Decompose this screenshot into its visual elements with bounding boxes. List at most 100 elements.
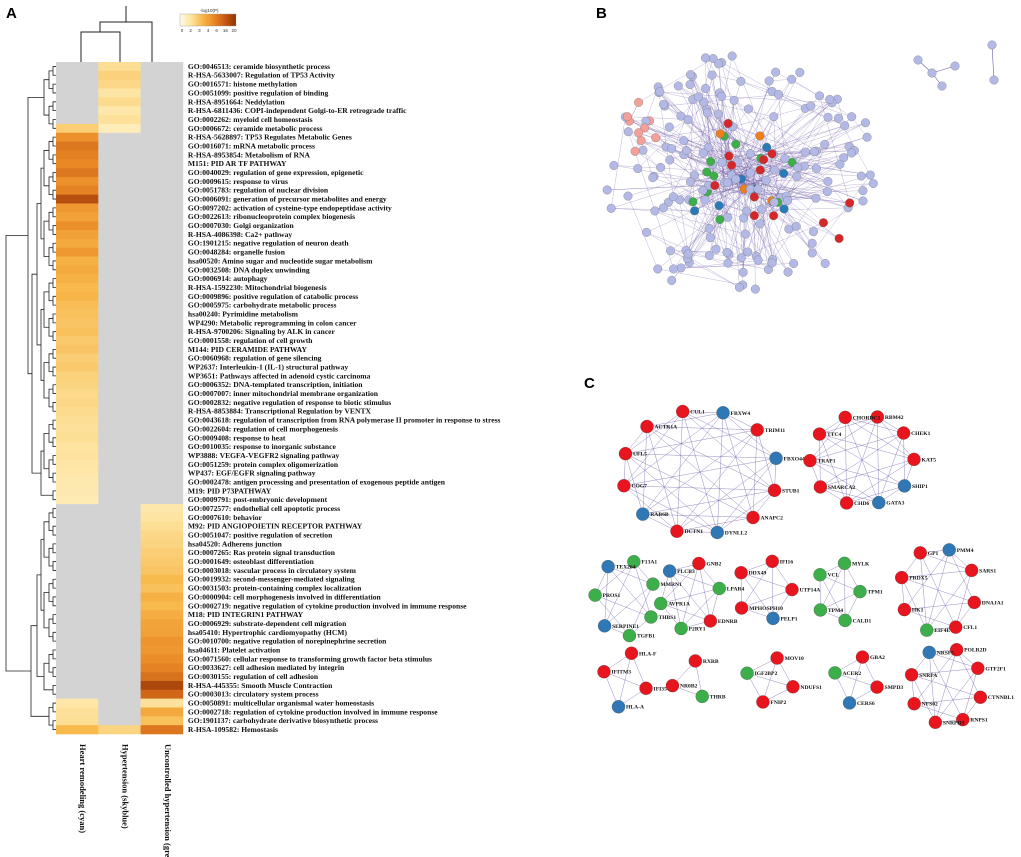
heatmap-cell [140, 530, 184, 540]
row-label: GO:0030155: regulation of cell adhesion [188, 672, 319, 681]
row-label: GO:0097202: activation of cysteine-type … [188, 203, 392, 212]
row-label: WP4290: Metabolic reprogramming in colon… [188, 318, 357, 327]
heatmap-cell [98, 159, 141, 169]
gene-node [617, 479, 631, 493]
heatmap-cell [56, 654, 99, 664]
heatmap-cell [140, 406, 184, 416]
heatmap-cell [98, 97, 141, 107]
network-node [807, 238, 817, 248]
gene-node [853, 584, 867, 599]
heatmap-cell [98, 176, 141, 187]
legend-tick: 4 [207, 28, 210, 33]
gene-node [644, 610, 658, 624]
network-node [704, 251, 714, 260]
heatmap-cell [56, 504, 99, 514]
network-node [809, 147, 819, 157]
heatmap-cell [56, 115, 99, 125]
row-label: GO:0033627: cell adhesion mediated by in… [188, 663, 345, 672]
heatmap-cell [56, 583, 99, 593]
row-label: R-HSA-109582: Hemostasis [188, 725, 278, 734]
gene-node [640, 419, 654, 434]
heatmap-cell [98, 132, 141, 142]
heatmap-cell [56, 557, 99, 567]
network-node [779, 168, 789, 178]
gene-label: CTNNBL1 [988, 695, 1014, 701]
network-node [783, 195, 793, 205]
network-node [702, 167, 712, 177]
network-node [715, 129, 725, 139]
network-node [648, 173, 658, 183]
heatmap-cell [56, 574, 99, 584]
heatmap-cell [56, 274, 99, 284]
gene-label: SERPINE1 [612, 624, 639, 630]
heatmap-cell [56, 451, 99, 461]
heatmap-cell [140, 415, 184, 425]
row-label: hsa04611: Platelet activation [188, 645, 281, 654]
heatmap-cell [56, 371, 99, 381]
gene-node [688, 654, 702, 668]
network-node [787, 157, 797, 167]
network-node [987, 40, 997, 50]
panel-label-b: B [596, 5, 607, 22]
heatmap-cell [98, 530, 141, 540]
network-node [755, 165, 765, 175]
gene-label: DDX49 [749, 571, 767, 577]
gene-node [942, 543, 956, 557]
gene-label: DNAJA1 [982, 600, 1004, 606]
network-node [665, 155, 675, 165]
gene-label: KAT5 [921, 457, 936, 463]
heatmap-cell [140, 300, 184, 310]
gene-node [897, 479, 912, 493]
gene-label: UTP14A [799, 588, 820, 594]
gene-node [734, 566, 748, 580]
row-label: GO:0006091: generation of precursor meta… [188, 195, 387, 204]
network-node [656, 163, 666, 172]
row-label: hsa05410: Hypertrophic cardiomyopathy (H… [188, 628, 348, 637]
gene-node [870, 680, 884, 694]
heatmap-cell [140, 619, 184, 629]
gene-node [710, 525, 724, 540]
heatmap-cell [140, 468, 184, 478]
row-label: hsa00240: Pyrimidine metabolism [188, 309, 299, 318]
network-node [669, 264, 679, 274]
gene-label: CUL1 [690, 410, 705, 416]
heatmap-cell [98, 150, 141, 160]
gene-label: TTC4 [827, 432, 842, 438]
network-node [787, 74, 797, 84]
row-label: hsa04520: Adherens junction [188, 539, 283, 548]
heatmap-cell [56, 283, 99, 293]
heatmap-cell [56, 79, 99, 89]
heatmap-cell [140, 274, 184, 284]
row-label: GO:0002832: negative regulation of respo… [188, 398, 391, 407]
gene-node [872, 495, 886, 510]
heatmap-cell [98, 230, 141, 240]
gene-label: ANAPC2 [761, 515, 784, 521]
heatmap-cell [140, 601, 184, 611]
network-node [738, 267, 748, 277]
network-node [749, 192, 759, 202]
network-node [609, 161, 619, 170]
heatmap-cell [98, 707, 141, 717]
heatmap-cell [98, 256, 141, 266]
heatmap-cell [56, 318, 99, 328]
network-node [761, 175, 771, 185]
network-node [706, 233, 715, 243]
heatmap-cell [98, 557, 141, 567]
heatmap-cell [140, 389, 184, 399]
gene-node [967, 595, 981, 610]
network-node [820, 259, 830, 268]
heatmap-cell [140, 132, 184, 142]
network-panel-b [602, 40, 999, 294]
network-node [707, 70, 717, 80]
gene-label: ACTR1A [654, 425, 677, 431]
network-node [723, 212, 733, 222]
network-node [653, 264, 663, 274]
gene-node [597, 619, 612, 633]
gene-label: HLA-A [626, 705, 644, 711]
network-node [667, 275, 677, 285]
column-label: Uncontrolled hypertension (greenyellow) [163, 744, 173, 857]
heatmap-cell [140, 123, 184, 134]
network-node [666, 246, 675, 256]
gene-node [870, 410, 885, 424]
